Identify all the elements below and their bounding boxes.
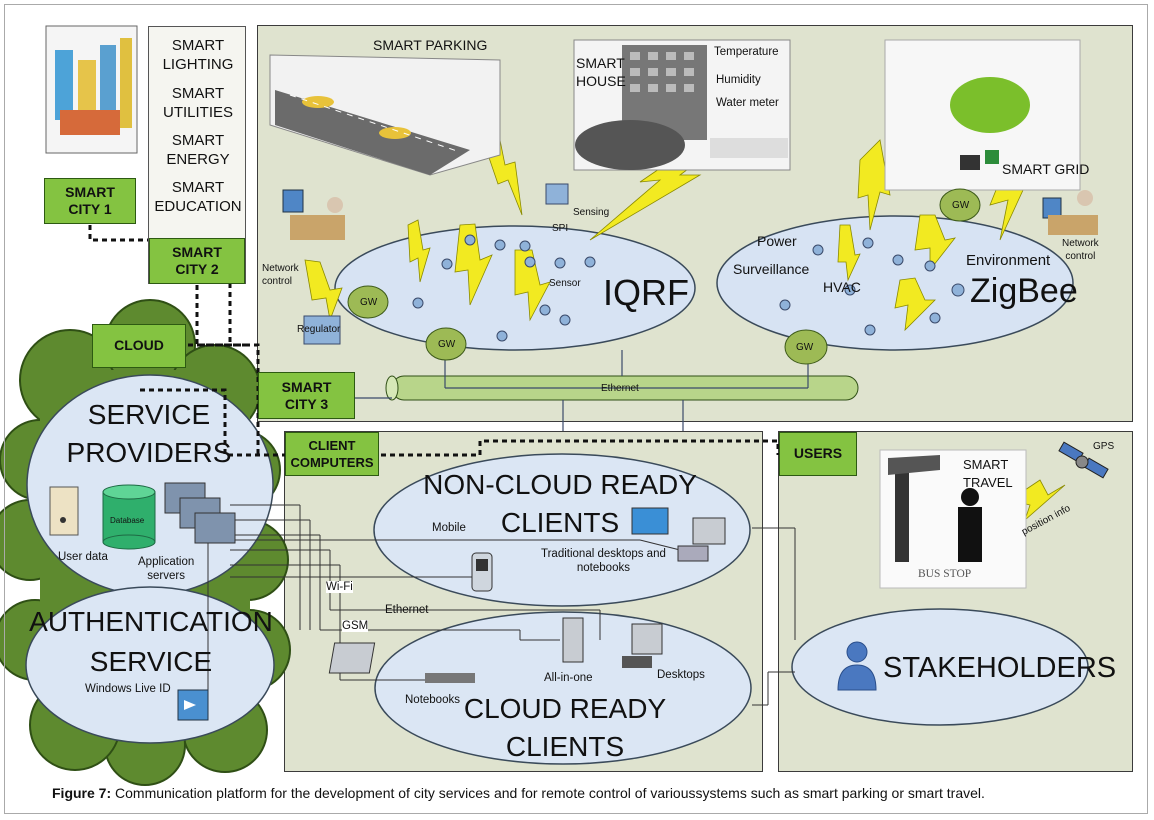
gps-satellite-icon [1058, 441, 1109, 479]
smart-lighting-label: SMART LIGHTING [162, 37, 234, 73]
stakeholders-ellipse [791, 608, 1089, 726]
application-servers-label: Application servers [138, 556, 195, 582]
desktops-label: Desktops [657, 669, 705, 681]
mobile-label: Mobile [432, 522, 466, 534]
smart-travel-image [879, 449, 1027, 589]
stakeholders-person-icon [837, 641, 877, 691]
cloud-label: CLOUD [92, 324, 186, 368]
non-cloud-ready-clients-label: NON-CLOUD READY CLIENTS [423, 469, 697, 538]
notebook-icon [328, 642, 475, 683]
sensing-device-icon [545, 183, 569, 205]
application-servers-icon [164, 482, 236, 544]
service-providers-label: SERVICE PROVIDERS [66, 399, 232, 468]
database-icon [102, 484, 156, 550]
authentication-ellipse [25, 586, 275, 744]
gw-label-2: GW [438, 339, 456, 350]
regulator-label: Regulator [297, 324, 341, 335]
ethernet-label: Ethernet [385, 604, 429, 616]
smart-parking-label: SMART PARKING [373, 37, 488, 53]
gsm-label: GSM [342, 620, 369, 632]
authentication-service-label: AUTHENTICATION SERVICE [29, 606, 273, 677]
user-data-server-icon [49, 486, 79, 536]
caption-text: Communication platform for the developme… [111, 785, 985, 801]
windows-live-id-icon [177, 689, 209, 721]
all-in-one-label: All-in-one [544, 672, 593, 684]
smart-city-1-image [45, 25, 138, 154]
regulator-icon [303, 315, 341, 345]
figure-caption: Figure 7: Communication platform for the… [52, 785, 985, 801]
mobile-phone-icon [471, 552, 493, 592]
environment-label: Environment [966, 252, 1051, 269]
smart-utilities-label: SMART UTILITIES [162, 85, 233, 121]
sensor-nodes [412, 234, 965, 342]
temperature-label: Temperature [714, 46, 779, 58]
smart-grid-label: SMART GRID [1002, 161, 1090, 177]
client-computers-label: CLIENT COMPUTERS [285, 432, 379, 476]
sensor-label: Sensor [549, 278, 581, 289]
smart-grid-image [884, 39, 1081, 191]
smart-city-3-label: SMART CITY 3 [258, 372, 355, 419]
smart-city-1-label: SMART CITY 1 [44, 178, 136, 224]
network-control-right-label: Network control [1062, 238, 1099, 262]
all-in-one-icon [562, 617, 584, 663]
gps-label: GPS [1093, 441, 1115, 452]
gw-nodes [347, 188, 981, 365]
smart-energy-label: SMART ENERGY [166, 132, 230, 168]
users-label: USERS [779, 432, 857, 476]
smart-parking-image [269, 54, 501, 176]
hvac-label: HVAC [823, 279, 861, 295]
operator-right-icon [1042, 190, 1098, 235]
gw-label-3: GW [796, 342, 814, 353]
desktops-icon [622, 623, 663, 668]
ethernet-bus-label: Ethernet [601, 383, 639, 394]
smart-house-image [573, 39, 791, 171]
humidity-label: Humidity [716, 74, 761, 86]
client-wiring [207, 504, 796, 706]
user-data-label: User data [58, 551, 108, 563]
notebooks-label: Notebooks [405, 694, 460, 706]
caption-prefix: Figure 7: [52, 785, 112, 801]
spi-label: SPI [552, 223, 569, 234]
zigbee-label: ZigBee [970, 272, 1078, 310]
wifi-label: Wi-Fi [326, 581, 353, 593]
gw-label-4: GW [952, 200, 970, 211]
iqrf-label: IQRF [603, 272, 689, 313]
non-cloud-clients-ellipse [373, 453, 751, 607]
windows-live-id-label: Windows Live ID [85, 683, 171, 695]
surveillance-label: Surveillance [733, 261, 810, 277]
traditional-label: Traditional desktops and notebooks [541, 548, 666, 574]
stakeholders-label: STAKEHOLDERS [883, 652, 1117, 684]
cloud-ready-clients-label: CLOUD READY CLIENTS [463, 693, 667, 762]
power-label: Power [757, 233, 797, 249]
water-meter-label: Water meter [716, 97, 779, 109]
smart-education-label: SMART EDUCATION [154, 179, 242, 215]
gw-label-1: GW [360, 297, 378, 308]
traditional-desktop-icon [631, 507, 726, 562]
smart-travel-label: SMART TRAVEL [963, 457, 1013, 490]
smart-city-2-label: SMART CITY 2 [149, 238, 245, 284]
sensing-label: Sensing [573, 207, 610, 218]
database-label: Database [110, 516, 145, 525]
bus-stop-label: BUS STOP [918, 568, 972, 580]
operator-left-icon [282, 189, 345, 240]
smart-house-label: SMART HOUSE [576, 55, 626, 89]
network-control-left-label: Network control [262, 263, 299, 287]
zigbee-ellipse [716, 215, 1074, 351]
